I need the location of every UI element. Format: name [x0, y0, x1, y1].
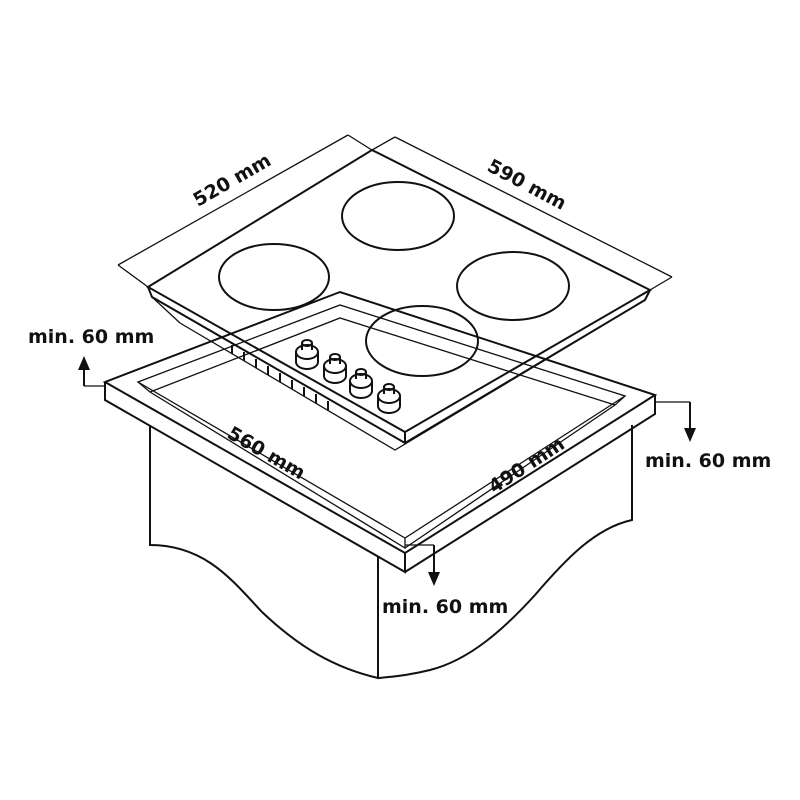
hob-dimension-lines — [117, 134, 673, 291]
cabinet-right-panel — [377, 425, 633, 679]
hob-body-front — [179, 319, 613, 451]
ext-line-590-right — [649, 276, 673, 291]
worktop-front-left-face — [104, 382, 406, 574]
clearance-back-label: min. 60 mm — [28, 326, 154, 348]
cabinet — [149, 425, 633, 680]
worktop-frame — [102, 290, 658, 574]
cooking-zone-right — [456, 251, 570, 321]
hob — [146, 148, 653, 451]
cutout-depth-left — [137, 381, 406, 550]
cooking-zone-front-left — [218, 243, 330, 311]
hob-depth-label: 520 mm — [190, 149, 275, 211]
knob-3 — [349, 368, 373, 399]
cutout-depth-label: 490 mm — [485, 433, 569, 498]
cutout-back-rim — [149, 317, 616, 406]
arrow-front-head — [428, 572, 440, 586]
arrow-back-head — [78, 356, 90, 370]
knob-4 — [377, 383, 401, 414]
knob-1 — [295, 339, 319, 370]
cooking-zone-back — [341, 181, 455, 251]
ext-line-520-front — [117, 264, 149, 288]
hob-width-label: 590 mm — [484, 155, 570, 215]
knob-2 — [323, 353, 347, 384]
clearance-arrows — [78, 356, 696, 586]
worktop-front-right-face — [404, 395, 656, 573]
hob-body-right — [611, 299, 646, 321]
ext-line-590-back — [371, 136, 396, 151]
clearance-front-label: min. 60 mm — [382, 596, 508, 618]
control-knobs — [295, 339, 401, 414]
hob-body-left — [151, 296, 181, 324]
arrow-side-head — [684, 428, 696, 442]
dim-line-590 — [394, 136, 673, 278]
hob-clips — [231, 345, 329, 410]
ext-line-520-back — [347, 134, 376, 153]
cooking-zone-front — [365, 305, 479, 377]
clearance-side-label: min. 60 mm — [645, 450, 771, 472]
dim-line-520 — [117, 134, 349, 266]
hob-front-edge — [147, 286, 406, 445]
hob-right-edge — [404, 289, 651, 444]
worktop-cutout-inner — [136, 304, 627, 539]
cabinet-left-panel — [149, 425, 379, 680]
